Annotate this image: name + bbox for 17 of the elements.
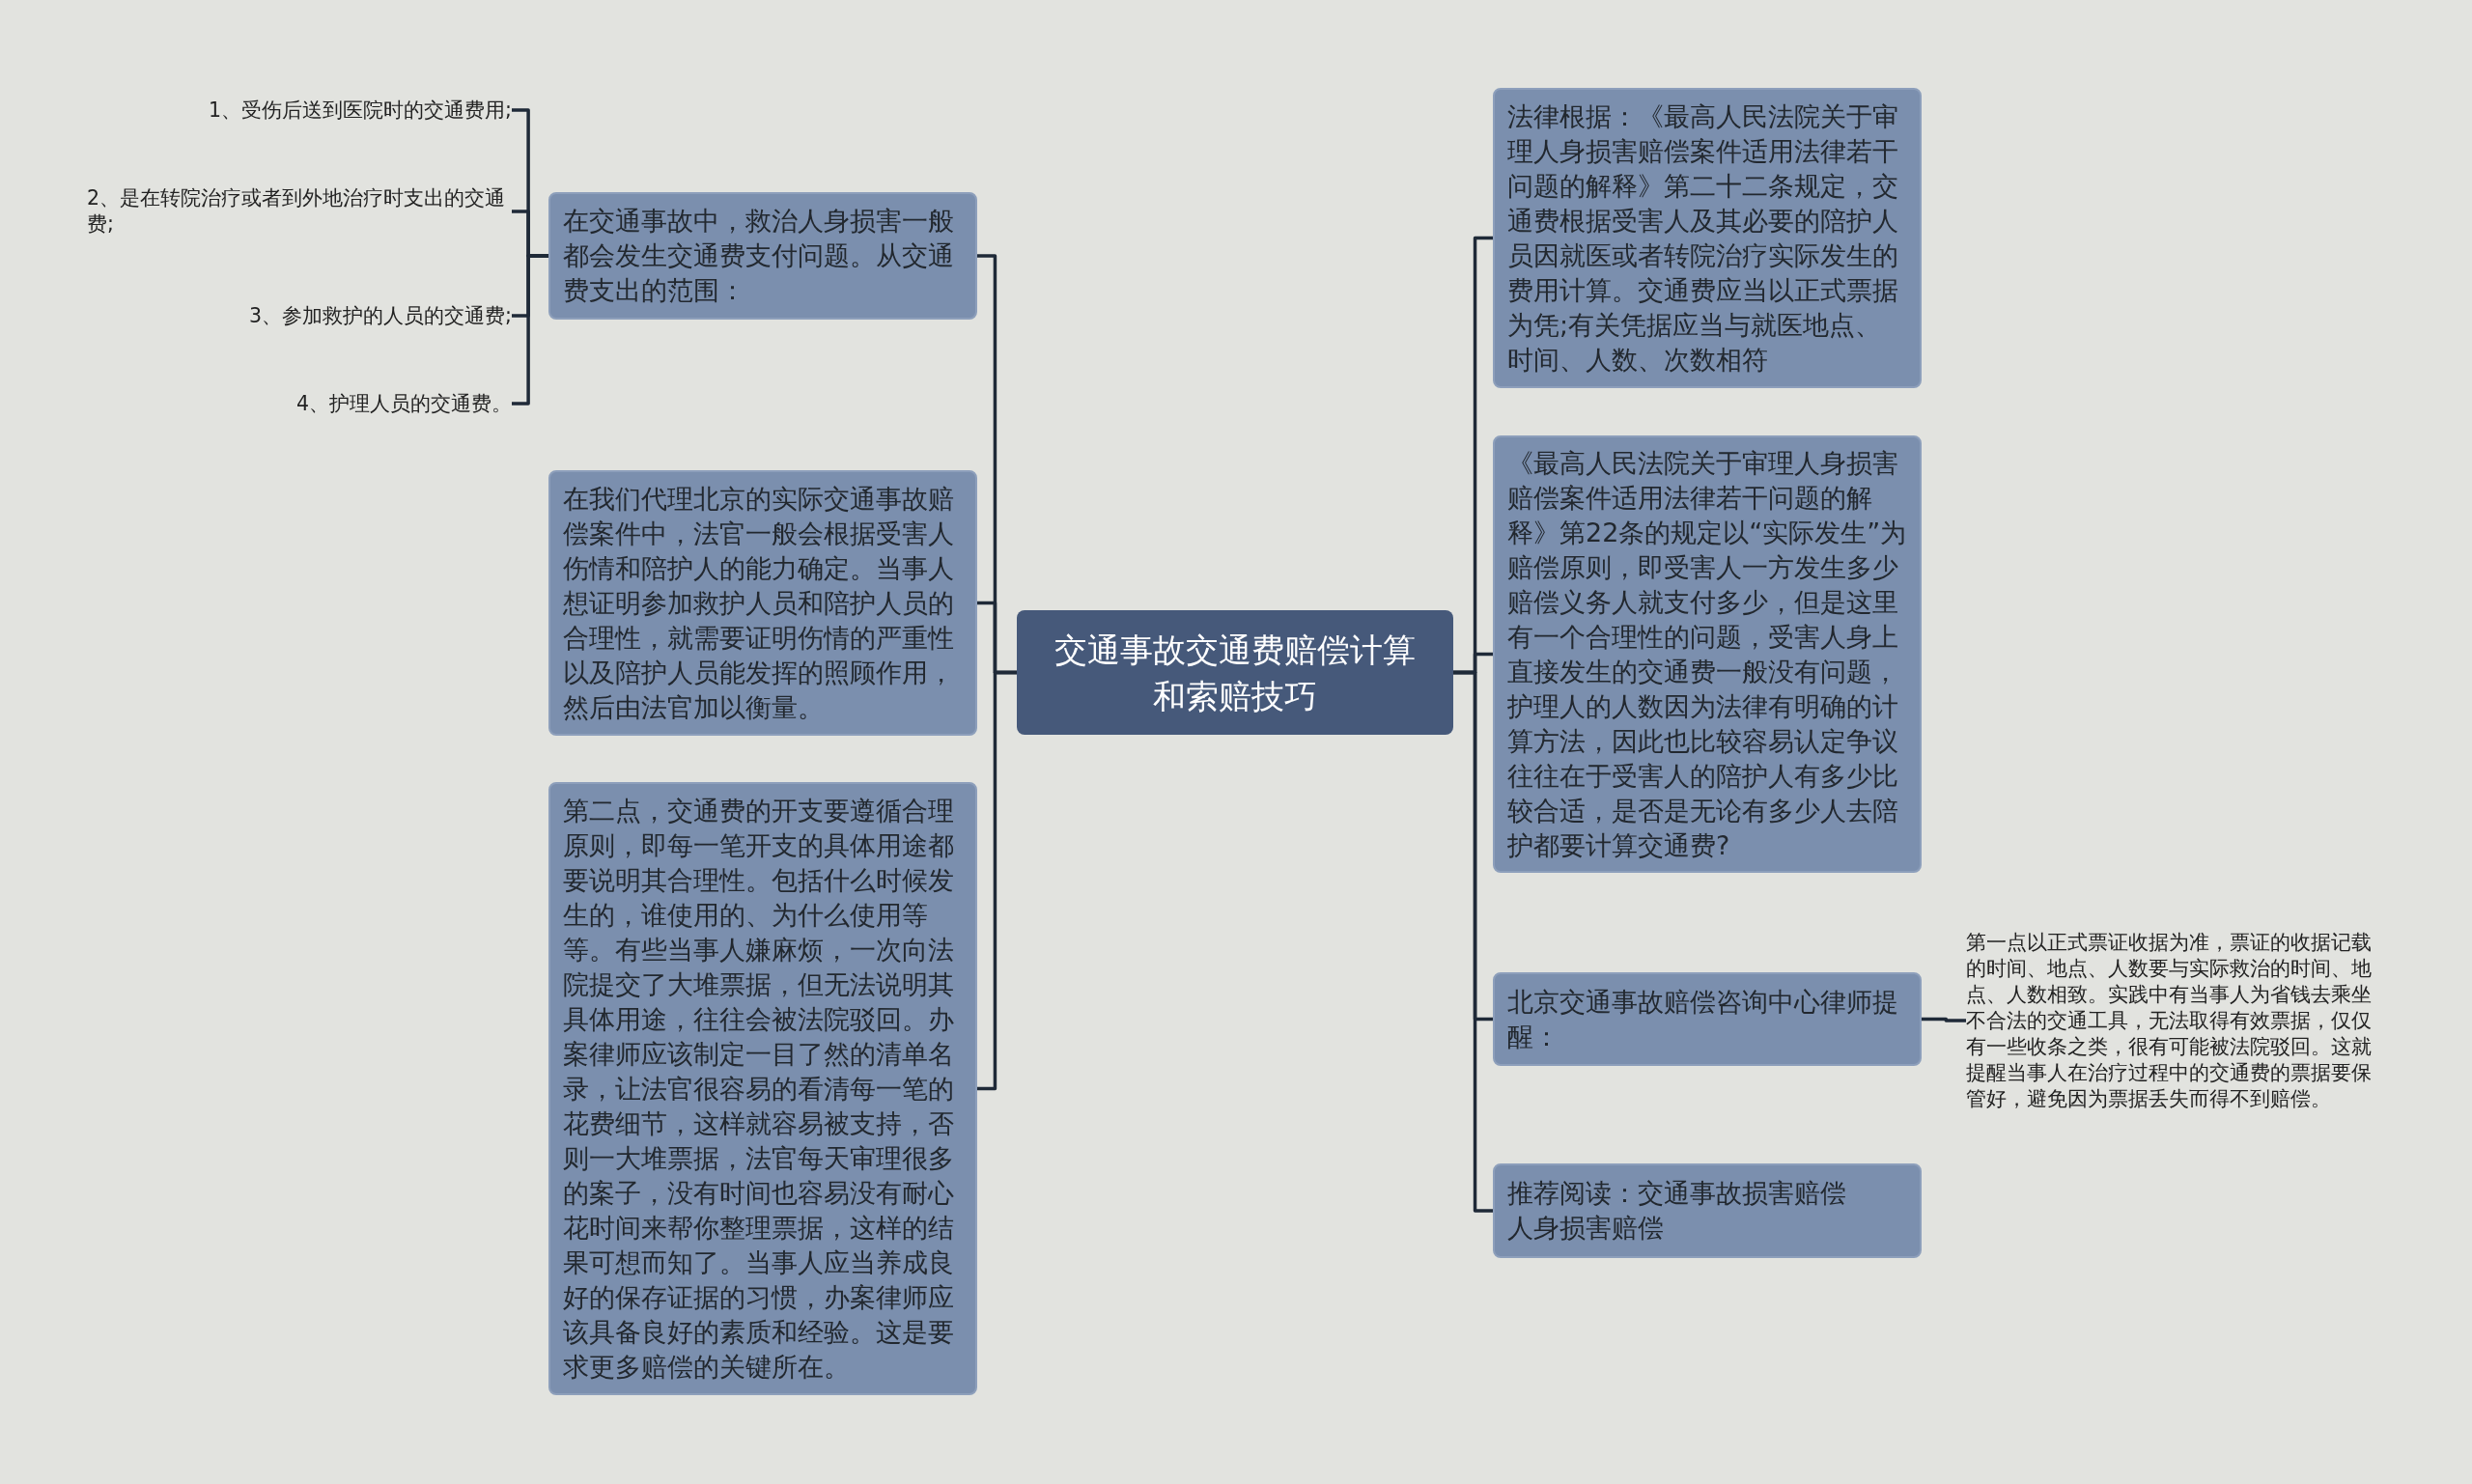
- central-topic-box: 交通事故交通费赔偿计算和索赔技巧: [1017, 610, 1453, 735]
- topic-box: 《最高人民法院关于审理人身损害赔偿案件适用法律若干问题的解释》第22条的规定以“实际发生”为赔偿原则，即受害人一方发生多少赔偿义务人就支付多少，但是这里有一个合理性的问题，受害人身上直接发生的交通费一般没有问题，护理人的人数因为法律有明确的计算方法，因此也比较容易认定争议往往在于受害人的陪护人有多少比较合适，是否是无论有多少人去陪护都要计算交通费?: [1493, 435, 1922, 873]
- note-text: 第一点以正式票证收据为准，票证的收据记载的时间、地点、人数要与实际救治的时间、地点、人数相致。实践中有当事人为省钱去乘坐不合法的交通工具，无法取得有效票据，仅仅有一些收条之类，很有可能被法院驳回。这就提醒当事人在治疗过程中的交通费的票据要保管好，避免因为票据丢失而得不到赔偿。: [1966, 929, 2383, 1112]
- topic-box: 在交通事故中，救治人身损害一般都会发生交通费支付问题。从交通费支出的范围：: [548, 192, 977, 320]
- topic-box: 推荐阅读：交通事故损害赔偿人身损害赔偿: [1493, 1163, 1922, 1258]
- note-text: 1、受伤后送到医院时的交通费用;: [209, 97, 512, 124]
- note-text: 4、护理人员的交通费。: [295, 390, 512, 417]
- topic-box: 法律根据：《最高人民法院关于审理人身损害赔偿案件适用法律若干问题的解释》第二十二条规定，交通费根据受害人及其必要的陪护人员因就医或者转院治疗实际发生的费用计算。交通费应当以正式票据为凭;有关凭据应当与就医地点、时间、人数、次数相符: [1493, 88, 1922, 388]
- note-text: 3、参加救护的人员的交通费;: [249, 302, 512, 329]
- connector-line: [512, 254, 548, 406]
- note-text: 2、是在转院治疗或者到外地治疗时支出的交通费;: [87, 185, 512, 238]
- connector-line: [1453, 670, 1493, 1213]
- topic-box: 第二点，交通费的开支要遵循合理原则，即每一笔开支的具体用途都要说明其合理性。包括什么时候发生的，谁使用的、为什么使用等等。有些当事人嫌麻烦，一次向法院提交了大堆票据，但无法说明其具体用途，往往会被法院驳回。办案律师应该制定一目了然的清单名录，让法官很容易的看清每一笔的花费细节，这样就容易被支持，否则一大堆票据，法官每天审理很多的案子，没有时间也容易没有耐心花时间来帮你整理票据，这样的结果可想而知了。当事人应当养成良好的保存证据的习惯，办案律师应该具备良好的素质和经验。这是要求更多赔偿的关键所在。: [548, 782, 977, 1395]
- connector-line: [1922, 1017, 1966, 1022]
- topic-box: 北京交通事故赔偿咨询中心律师提醒：: [1493, 972, 1922, 1066]
- topic-box: 在我们代理北京的实际交通事故赔偿案件中，法官一般会根据受害人伤情和陪护人的能力确定。当事人想证明参加救护人员和陪护人员的合理性，就需要证明伤情的严重性以及陪护人员能发挥的照顾作用，然后由法官加以衡量。: [548, 470, 977, 736]
- connector-line: [977, 670, 1017, 1091]
